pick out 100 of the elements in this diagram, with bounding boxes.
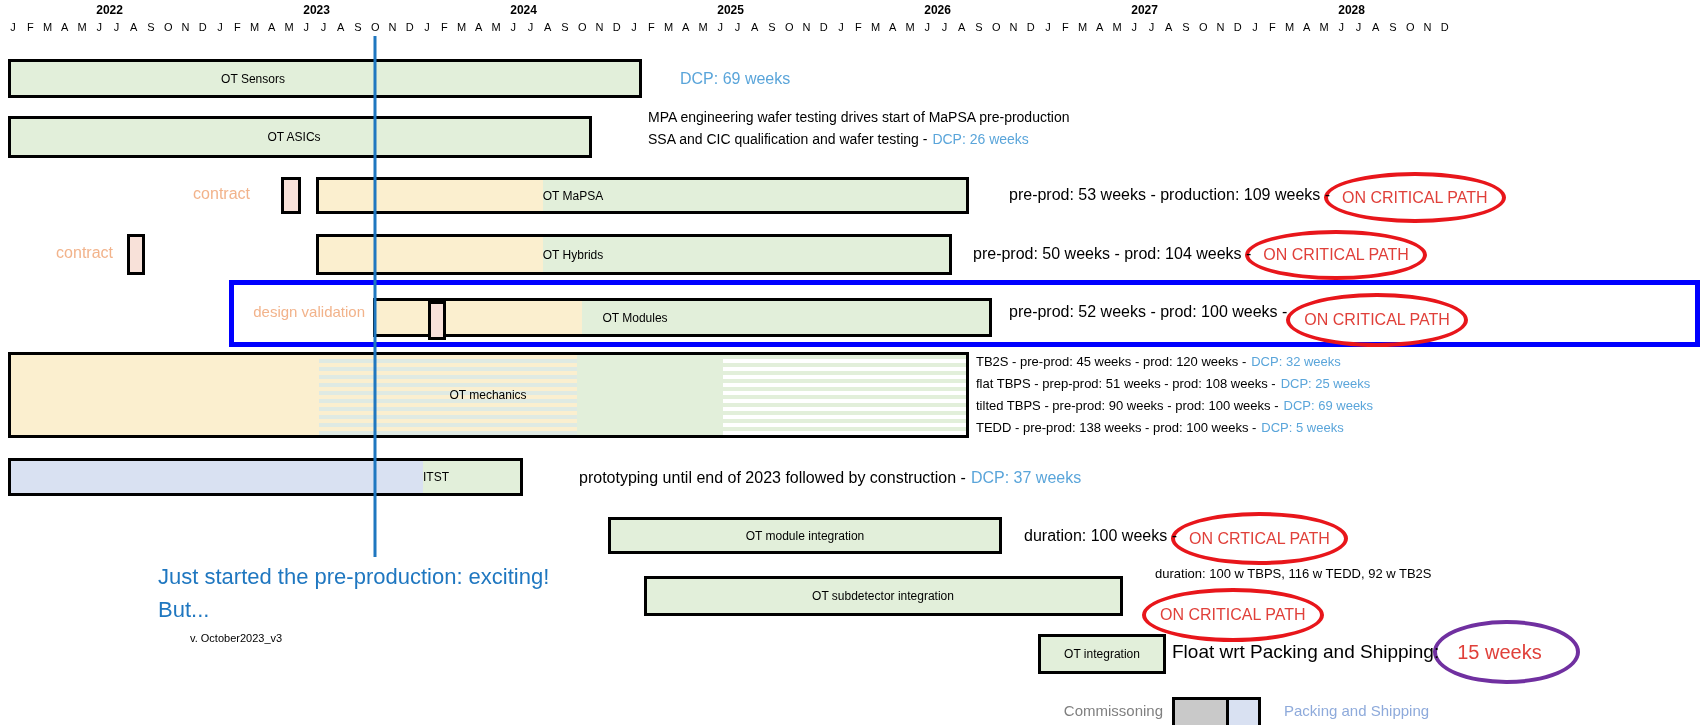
month-label: N xyxy=(181,21,190,33)
month-label: J xyxy=(924,21,930,33)
highlight-ellipse: ON CRITICAL PATH xyxy=(1286,293,1468,347)
bar-label: OT MaPSA xyxy=(542,188,604,203)
month-label: N xyxy=(1423,21,1432,33)
bar-label: OT module integration xyxy=(745,528,865,543)
month-label: S xyxy=(147,21,155,33)
gantt-bar xyxy=(8,458,523,496)
month-label: M xyxy=(1077,21,1088,33)
annotation-text: DCP: 25 weeks xyxy=(1280,376,1371,391)
month-label: J xyxy=(1355,21,1362,33)
annotation-text: duration: 100 weeks - xyxy=(1024,527,1177,545)
note-text: Just started the pre-production: exciting! But... xyxy=(158,563,551,624)
month-label: N xyxy=(1216,21,1225,33)
month-label: A xyxy=(1096,21,1104,33)
gantt-bar xyxy=(373,298,992,337)
year-label: 2026 xyxy=(924,3,951,17)
highlight-frame xyxy=(229,280,1700,347)
annotation-text: SSA and CIC qualification and wafer testing - xyxy=(648,131,928,147)
bar-label: OT subdetector integration xyxy=(812,589,954,603)
month-label: N xyxy=(595,21,604,33)
gantt-bar xyxy=(8,59,642,98)
month-label: F xyxy=(1268,21,1276,33)
month-label: A xyxy=(1303,21,1311,33)
annotation-text: pre-prod: 53 weeks - production: 109 weeks - xyxy=(1009,186,1331,204)
month-label: M xyxy=(905,21,915,33)
month-label: M xyxy=(663,21,674,33)
month-label: S xyxy=(768,21,776,33)
month-label: O xyxy=(1198,21,1208,33)
month-label: D xyxy=(612,21,621,33)
bar-label: OT integration xyxy=(1064,647,1140,661)
month-label: J xyxy=(734,21,741,33)
annotation-text: tilted TBPS - pre-prod: 90 weeks - prod: 100 weeks - xyxy=(976,398,1279,413)
month-label: J xyxy=(1252,21,1258,33)
month-label: O xyxy=(577,21,587,33)
month-label: M xyxy=(870,21,881,33)
month-label: D xyxy=(1440,21,1449,33)
month-label: S xyxy=(1182,21,1190,33)
version-label: v. October2023_v3 xyxy=(190,632,283,644)
month-label: M xyxy=(698,21,708,33)
month-label: D xyxy=(819,21,828,33)
month-label: A xyxy=(268,21,276,33)
bar-label: OT Modules xyxy=(602,310,668,325)
month-label: N xyxy=(1009,21,1018,33)
annotation-text: duration: 100 w TBPS, 116 w TEDD, 92 w TB2S xyxy=(1155,566,1432,581)
month-label: J xyxy=(96,21,102,33)
month-label: J xyxy=(631,21,637,33)
month-label: J xyxy=(717,21,723,33)
annotation-text: TB2S - pre-prod: 45 weeks - prod: 120 weeks - xyxy=(976,354,1247,369)
annotation-text: design validation xyxy=(253,303,365,320)
month-label: J xyxy=(303,21,309,33)
month-label: A xyxy=(682,21,690,33)
month-label: A xyxy=(1165,21,1173,33)
annotation-text: Commissoning xyxy=(1063,702,1163,719)
annotation-text: TEDD - pre-prod: 138 weeks - prod: 100 weeks - xyxy=(976,420,1257,435)
bar-label: OT ASICs xyxy=(267,130,321,144)
month-label: M xyxy=(284,21,294,33)
bar-label: OT Sensors xyxy=(221,71,285,86)
month-label: J xyxy=(10,21,16,33)
gantt-bar xyxy=(316,177,969,214)
milestone-box xyxy=(127,234,145,275)
annotation-text: DCP: 37 weeks xyxy=(970,469,1082,487)
month-label: F xyxy=(26,21,34,33)
month-label: N xyxy=(802,21,811,33)
month-label: M xyxy=(249,21,260,33)
gantt-bar xyxy=(8,116,592,158)
month-label: J xyxy=(424,21,430,33)
month-label: A xyxy=(337,21,345,33)
month-label: J xyxy=(320,21,327,33)
bar-label: OT Hybrids xyxy=(542,247,604,262)
bar-label: ITST xyxy=(423,470,449,484)
month-label: A xyxy=(889,21,897,33)
month-label: S xyxy=(354,21,362,33)
month-label: A xyxy=(475,21,483,33)
month-label: D xyxy=(1233,21,1242,33)
month-label: N xyxy=(388,21,397,33)
month-label: S xyxy=(561,21,569,33)
month-label: O xyxy=(163,21,173,33)
gantt-bar xyxy=(8,352,969,438)
year-label: 2028 xyxy=(1338,3,1365,17)
month-label: S xyxy=(1389,21,1397,33)
gantt-bar xyxy=(608,517,1002,554)
month-label: A xyxy=(751,21,759,33)
month-label: J xyxy=(510,21,516,33)
milestone-box xyxy=(428,301,446,340)
gantt-bar xyxy=(316,234,952,275)
month-label: J xyxy=(838,21,844,33)
milestone-box xyxy=(1172,697,1229,725)
month-label: O xyxy=(784,21,794,33)
year-label: 2027 xyxy=(1131,3,1158,17)
month-label: D xyxy=(1026,21,1035,33)
annotation-text: DCP: 5 weeks xyxy=(1261,420,1344,435)
year-label: 2022 xyxy=(96,3,123,17)
month-label: M xyxy=(456,21,467,33)
annotation-text: flat TBPS - prep-prod: 51 weeks - prod: 108 weeks - xyxy=(976,376,1276,391)
month-label: F xyxy=(1061,21,1069,33)
year-label: 2025 xyxy=(717,3,744,17)
month-label: J xyxy=(527,21,534,33)
month-label: O xyxy=(1405,21,1415,33)
year-label: 2024 xyxy=(510,3,537,17)
